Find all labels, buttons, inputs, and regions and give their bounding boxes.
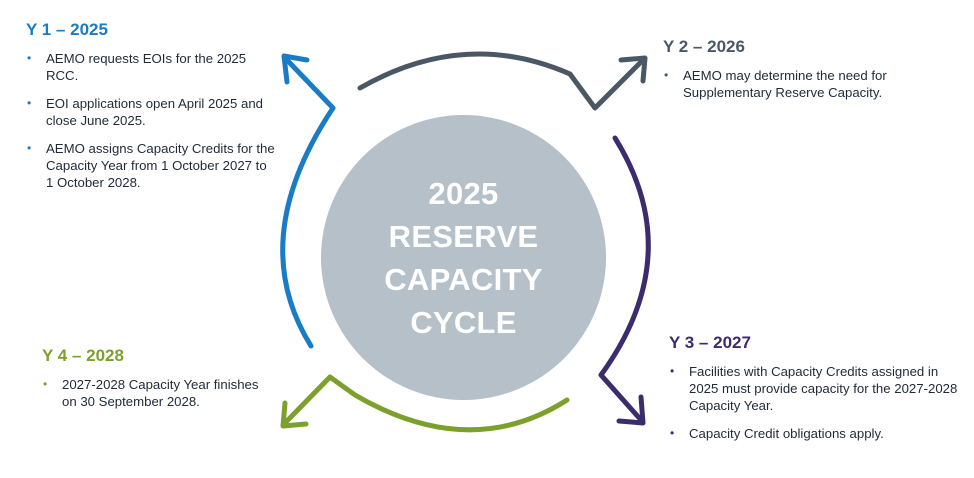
year2-list: AEMO may determine the need for Suppleme… xyxy=(663,67,933,101)
year2-heading: Y 2 – 2026 xyxy=(663,37,745,56)
cycle-title-line: RESERVE xyxy=(388,218,539,254)
list-item: 2027-2028 Capacity Year finishes on 30 S… xyxy=(42,376,262,410)
year1-block: Y 1 – 2025 AEMO requests EOIs for the 20… xyxy=(26,20,276,202)
list-item: AEMO may determine the need for Suppleme… xyxy=(663,67,933,101)
year2-block: Y 2 – 2026 AEMO may determine the need f… xyxy=(663,37,933,112)
list-item: EOI applications open April 2025 and clo… xyxy=(26,95,276,129)
cycle-title: 2025 RESERVE CAPACITY CYCLE xyxy=(354,172,574,344)
year1-list: AEMO requests EOIs for the 2025 RCC. EOI… xyxy=(26,50,276,191)
arrow-y4-icon xyxy=(280,374,570,433)
cycle-title-line: 2025 xyxy=(428,175,499,211)
year3-block: Y 3 – 2027 Facilities with Capacity Cred… xyxy=(669,333,959,453)
year4-block: Y 4 – 2028 2027-2028 Capacity Year finis… xyxy=(42,346,262,421)
year1-heading: Y 1 – 2025 xyxy=(26,20,108,39)
cycle-title-line: CAPACITY xyxy=(384,261,543,297)
year4-heading: Y 4 – 2028 xyxy=(42,346,124,365)
cycle-title-line: CYCLE xyxy=(410,304,517,340)
arrow-y2-icon xyxy=(357,51,648,111)
list-item: AEMO assigns Capacity Credits for the Ca… xyxy=(26,140,276,191)
cycle-center-circle: 2025 RESERVE CAPACITY CYCLE xyxy=(321,115,606,400)
year4-list: 2027-2028 Capacity Year finishes on 30 S… xyxy=(42,376,262,410)
list-item: AEMO requests EOIs for the 2025 RCC. xyxy=(26,50,276,84)
list-item: Capacity Credit obligations apply. xyxy=(669,425,959,442)
year3-list: Facilities with Capacity Credits assigne… xyxy=(669,363,959,442)
arrow-y1-icon xyxy=(280,53,336,349)
arrow-y3-icon xyxy=(598,135,651,426)
year3-heading: Y 3 – 2027 xyxy=(669,333,751,352)
list-item: Facilities with Capacity Credits assigne… xyxy=(669,363,959,414)
